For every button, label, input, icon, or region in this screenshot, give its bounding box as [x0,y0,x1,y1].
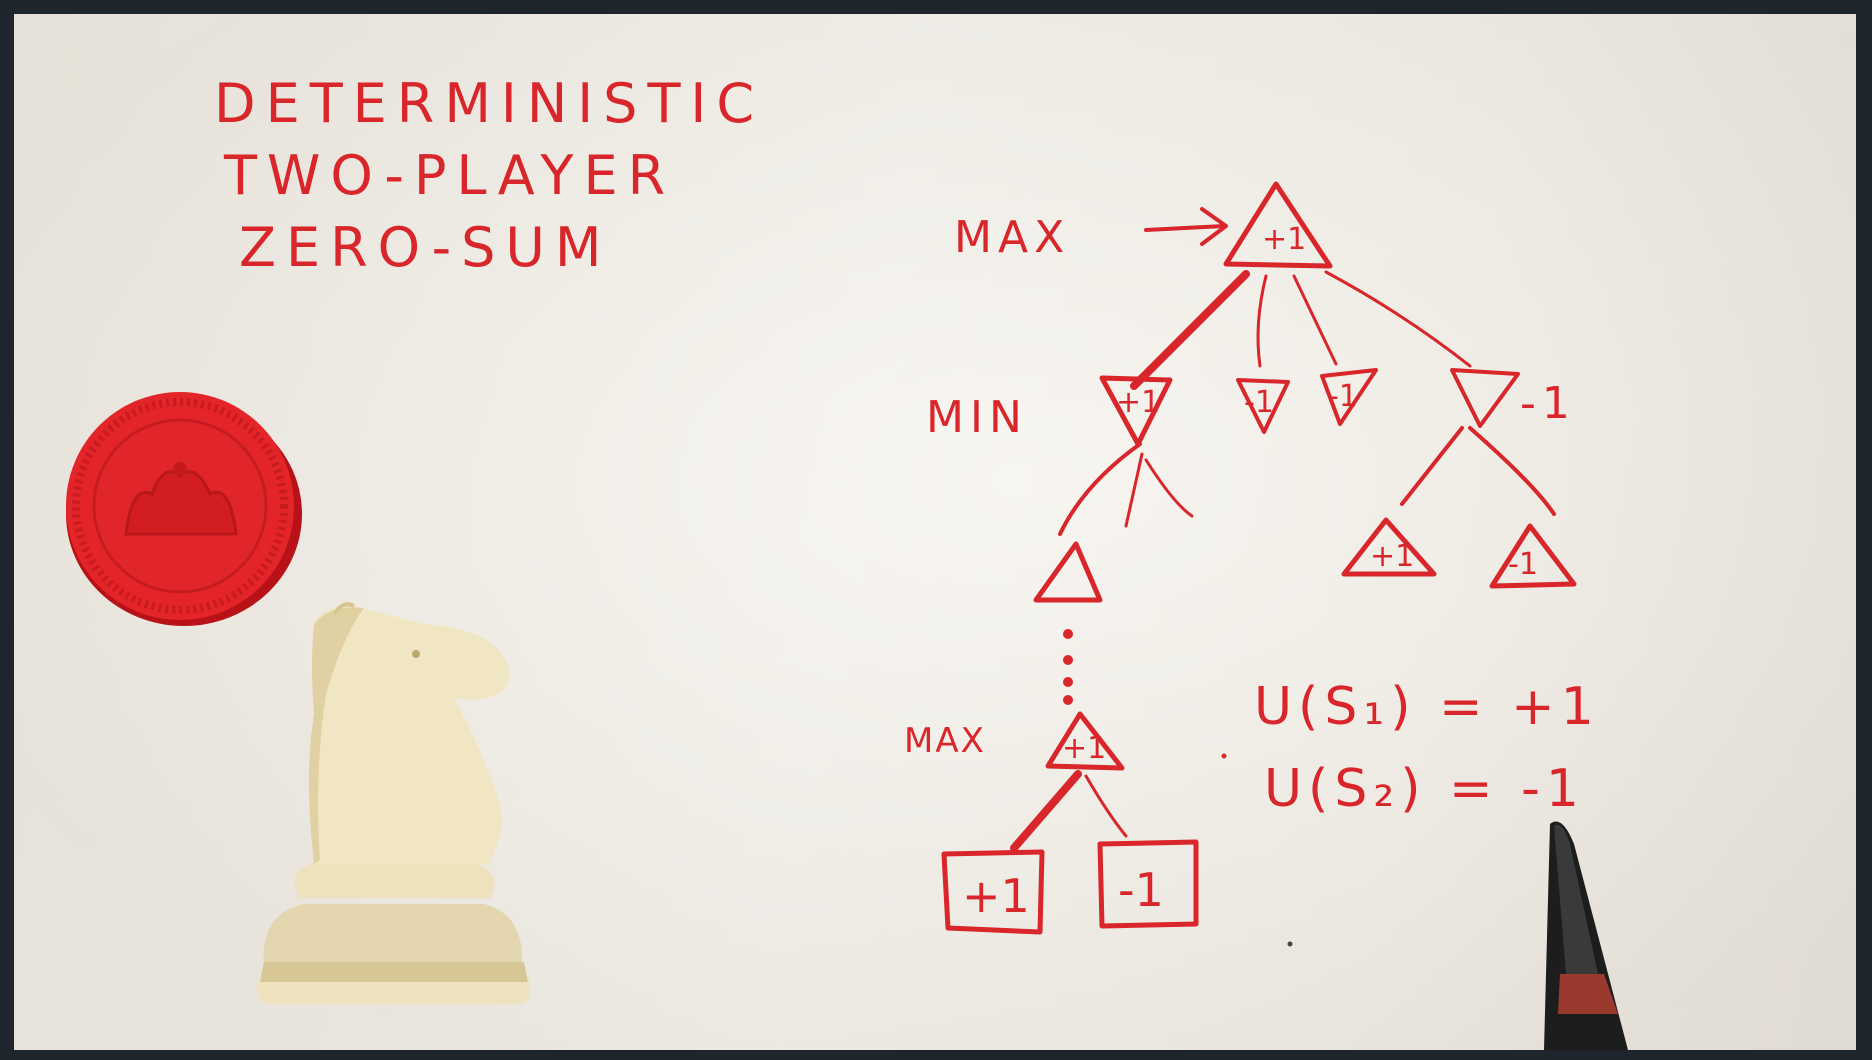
whiteboard: DETERMINISTIC TWO-PLAYER ZERO-SUM MAX MI… [14,14,1856,1050]
leaf-1-value: +1 [962,869,1030,923]
edge-min1-child-left [1058,442,1142,536]
edge-min4-child-left [1400,426,1464,506]
edge-min4-child-right [1468,426,1556,516]
level-label-min: MIN [926,392,1028,443]
min-node-2: -1 [1236,378,1290,434]
diagram-canvas: DETERMINISTIC TWO-PLAYER ZERO-SUM MAX MI… [66,72,1628,1050]
bottom-max-value: +1 [1062,731,1106,766]
utility-line-2: U(S₂) = -1 [1264,759,1585,819]
edge-root-min2 [1256,274,1268,368]
right-child-2: -1 [1489,523,1577,589]
edge-min1-child-mid [1124,452,1144,528]
ellipsis-dots [1063,629,1073,705]
leaf-box-2: -1 [1097,839,1199,929]
title-line-2: TWO-PLAYER [223,144,675,207]
level-label-max-bottom: MAX [904,721,986,761]
red-checker-piece-image [66,392,302,626]
right-child-2-value: -1 [1508,547,1538,582]
root-node: +1 [1223,181,1333,269]
min-node-1: +1 [1099,375,1173,447]
edge-root-min3 [1292,274,1338,366]
root-value: +1 [1262,222,1306,257]
min-node-4-side-value: -1 [1520,378,1576,429]
edge-bottom-leaf2 [1084,774,1128,838]
chess-knight-image [258,602,530,1004]
leaf-2-value: -1 [1118,863,1164,917]
edge-min1-child-right [1144,458,1194,518]
min-node-1-value: +1 [1116,385,1160,420]
edge-bottom-leaf1-chosen [1010,770,1082,852]
arrow-to-root [1144,207,1228,246]
min-node-2-value: -1 [1244,385,1274,420]
title-line-3: ZERO-SUM [239,216,612,279]
pen-image [1544,821,1628,1050]
right-child-1: +1 [1341,517,1437,577]
right-child-1-value: +1 [1370,539,1414,574]
edge-root-min4 [1324,270,1472,368]
level-label-max-top: MAX [954,212,1070,263]
min-node-3-value: -1 [1328,379,1358,414]
leaf-box-1: +1 [941,849,1045,935]
min-node-4: -1 [1450,368,1576,429]
chain-node [1033,541,1103,603]
min-node-3: -1 [1320,368,1378,426]
title-line-1: DETERMINISTIC [214,72,764,135]
edge-root-min1-chosen [1130,270,1250,390]
bottom-max-node: +1 [1045,711,1125,771]
utility-line-1: U(S₁) = +1 [1254,677,1600,737]
